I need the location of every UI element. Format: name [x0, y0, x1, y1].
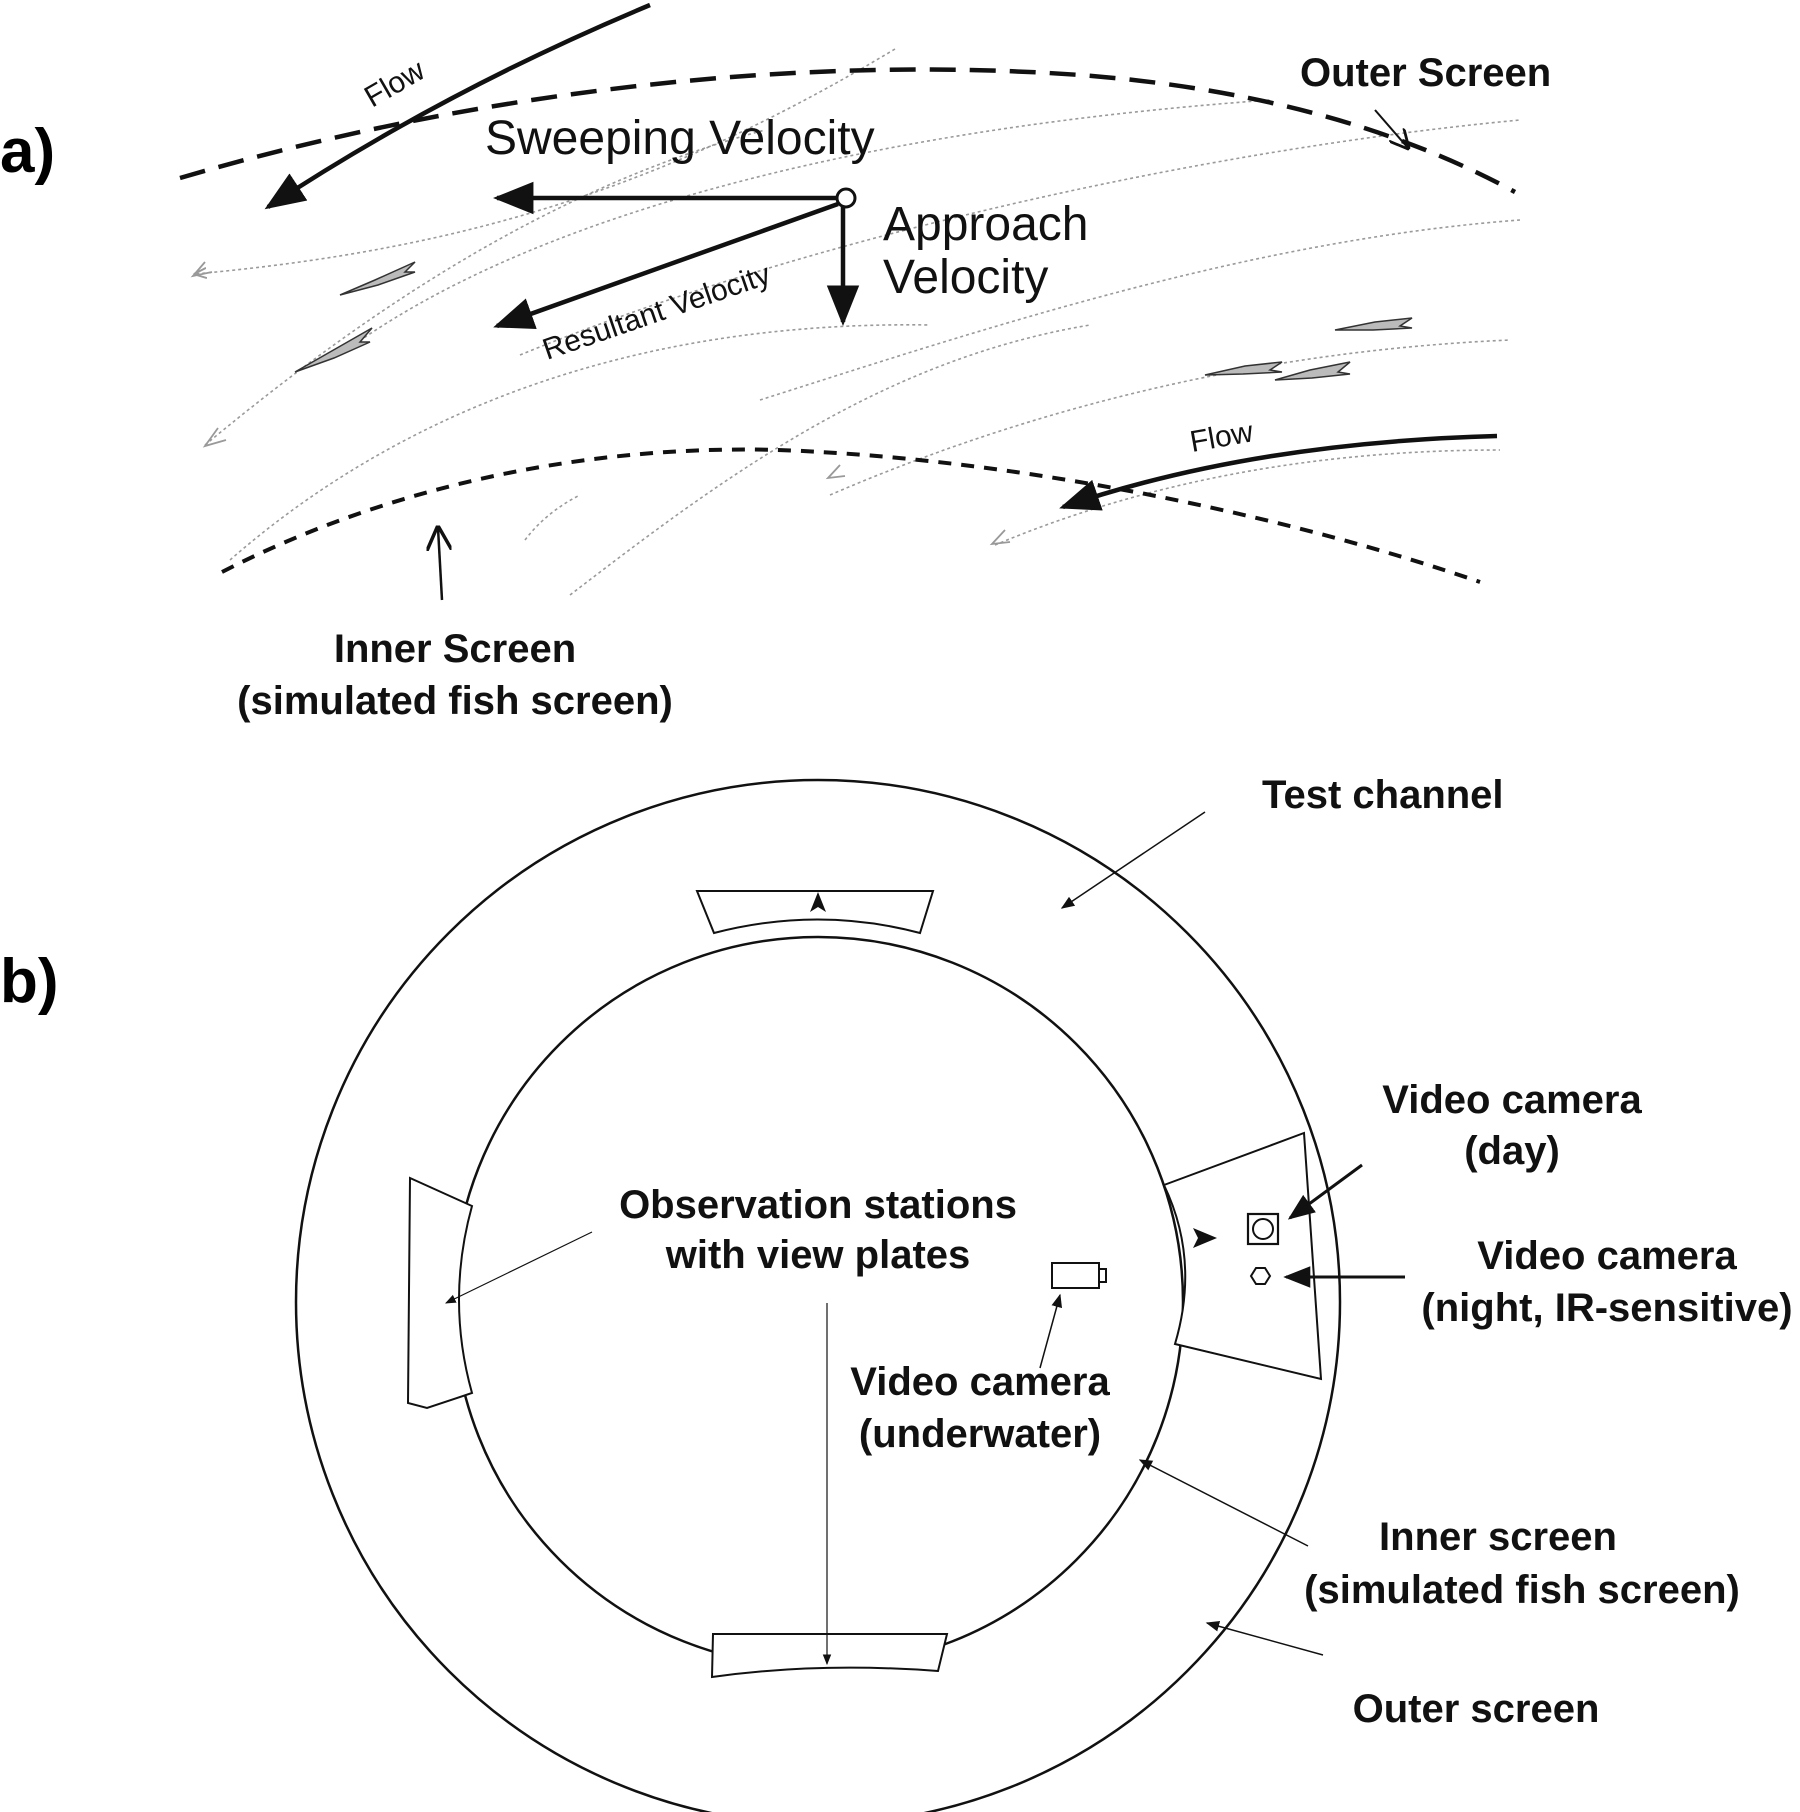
- video-day-label-2: (day): [1464, 1129, 1560, 1173]
- streamline: [994, 449, 1501, 546]
- fish-group: [294, 261, 1413, 381]
- observation-label-1: Observation stations: [619, 1183, 1017, 1227]
- video-camera-day-lens-icon: [1252, 1218, 1274, 1240]
- outer-screen-circle: [294, 778, 1342, 1812]
- outer-screen-label-b: Outer screen: [1353, 1687, 1600, 1731]
- video-underwater-label-2: (underwater): [859, 1412, 1101, 1456]
- origin-point: [835, 187, 857, 209]
- station-arrowhead-right: [1193, 1228, 1217, 1248]
- outer-screen-pointer: [1374, 109, 1408, 148]
- observation-station-right: [1162, 1131, 1323, 1381]
- fish: [1274, 361, 1351, 381]
- flow-label-top: Flow: [359, 54, 431, 114]
- streamline: [339, 99, 1271, 356]
- outer-screen-line: [179, 67, 1517, 194]
- streamline: [229, 324, 931, 561]
- arrowhead: [190, 261, 213, 278]
- streamline: [829, 339, 1511, 496]
- inner-screen-line: [221, 447, 1481, 584]
- observation-station-bottom: [710, 1633, 949, 1679]
- outer-screen-label-a: Outer Screen: [1300, 51, 1551, 95]
- inner-screen-label-a-2: (simulated fish screen): [237, 679, 673, 723]
- streamline: [569, 324, 1091, 596]
- video-day-label-1: Video camera: [1382, 1078, 1642, 1122]
- panel-a-label: a): [0, 117, 55, 186]
- approach-velocity-label-1: Approach: [883, 198, 1088, 251]
- streamline: [524, 494, 581, 541]
- video-camera-night-icon: [1249, 1267, 1272, 1285]
- approach-velocity-label-2: Velocity: [883, 251, 1048, 304]
- observation-station-top: [695, 890, 935, 935]
- outer-screen-pointer-b: [1205, 1621, 1324, 1656]
- streamline: [195, 48, 896, 274]
- resultant-velocity-arrow: [493, 201, 839, 329]
- flow-arrow-top: [264, 2, 651, 210]
- station-arrowhead-top: [810, 892, 826, 912]
- video-night-label-1: Video camera: [1477, 1234, 1737, 1278]
- inner-screen-label-b-2: (simulated fish screen): [1304, 1568, 1740, 1612]
- inner-screen-label-a-1: Inner Screen: [334, 627, 576, 671]
- arrowhead: [825, 464, 846, 480]
- video-night-label-2: (night, IR-sensitive): [1421, 1286, 1792, 1330]
- sweeping-velocity-label: Sweeping Velocity: [485, 112, 875, 165]
- observation-station-left: [406, 1176, 474, 1410]
- panel-b: b) Test channel Observation stations wit…: [0, 773, 1793, 1812]
- inner-screen-circle: [451, 935, 1185, 1669]
- fish: [1334, 317, 1413, 331]
- arrowhead: [989, 529, 1011, 546]
- video-underwater-pointer: [1039, 1293, 1062, 1369]
- video-day-pointer: [1287, 1163, 1363, 1220]
- streamline: [204, 129, 766, 446]
- streamlines: [195, 48, 1521, 596]
- streamline-arrowheads: [190, 261, 1011, 546]
- inner-screen-pointer-b: [1138, 1459, 1309, 1547]
- panel-b-label: b): [0, 947, 59, 1016]
- flow-arrow-bottom: [1059, 433, 1498, 511]
- video-camera-underwater-icon: [1051, 1262, 1100, 1289]
- fish: [294, 327, 373, 373]
- video-underwater-label-1: Video camera: [850, 1360, 1110, 1404]
- flow-label-bottom: Flow: [1187, 415, 1255, 459]
- video-camera-underwater-lens-icon: [1098, 1268, 1107, 1283]
- test-channel-pointer: [1060, 811, 1206, 909]
- streamline: [759, 219, 1521, 401]
- test-channel-label: Test channel: [1262, 773, 1504, 817]
- arrowhead: [202, 427, 227, 448]
- fish: [1204, 361, 1283, 376]
- streamline: [519, 119, 1521, 356]
- fish: [339, 261, 416, 296]
- observation-label-2: with view plates: [665, 1233, 971, 1277]
- observation-pointer-left: [445, 1231, 593, 1304]
- inner-screen-label-b-1: Inner screen: [1379, 1515, 1617, 1559]
- panel-a: a): [0, 2, 1551, 723]
- inner-screen-pointer: [438, 528, 442, 601]
